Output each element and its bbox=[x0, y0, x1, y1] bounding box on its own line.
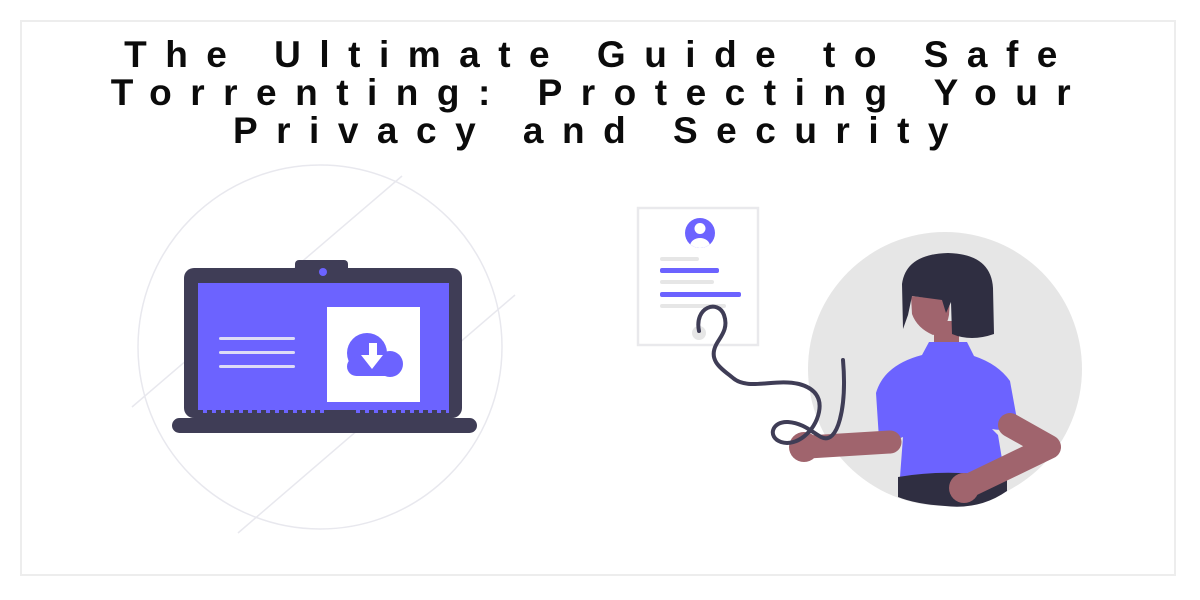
laptop-base bbox=[172, 418, 477, 433]
screen-text-lines bbox=[219, 337, 295, 368]
title-line-2: Torrenting: Protecting Your bbox=[110, 72, 1090, 113]
woman-profile-card-illustration bbox=[636, 206, 1082, 507]
title-line-3: Privacy and Security bbox=[232, 110, 968, 151]
laptop-download-illustration bbox=[131, 164, 516, 534]
cable-path bbox=[696, 304, 846, 445]
woman-figure bbox=[789, 253, 1061, 507]
page-title: The Ultimate Guide to Safe Torrenting: P… bbox=[0, 36, 1200, 150]
hair bbox=[902, 253, 994, 338]
laptop bbox=[172, 260, 477, 433]
shirt bbox=[876, 342, 1018, 477]
webcam-dot bbox=[319, 268, 327, 276]
backdrop-circle bbox=[137, 164, 503, 530]
cable-anchor-dot bbox=[692, 326, 706, 340]
face bbox=[911, 296, 950, 335]
user-avatar-icon bbox=[685, 218, 715, 248]
right-hand bbox=[949, 473, 979, 503]
title-line-1: The Ultimate Guide to Safe bbox=[124, 34, 1076, 75]
right-arm bbox=[949, 413, 1061, 503]
cloud-download-icon bbox=[347, 333, 403, 377]
laptop-hinge-teeth bbox=[198, 410, 452, 418]
